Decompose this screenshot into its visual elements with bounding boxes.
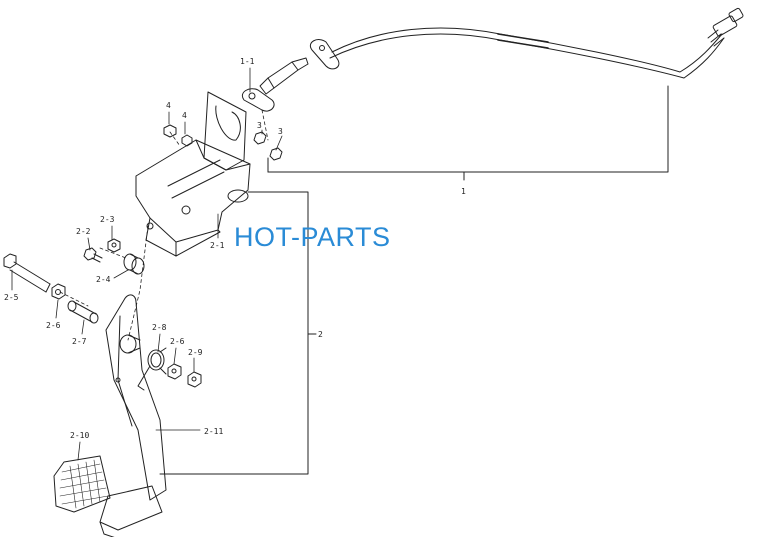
label-2-11: 2-11: [204, 427, 223, 436]
clutch-cable: [259, 7, 744, 95]
pedal-pad-rubber: [53, 455, 111, 513]
label-2-3: 2-3: [100, 215, 115, 224]
label-1-1: 1-1: [240, 57, 255, 66]
pedal-bracket: [135, 91, 251, 257]
label-2-6-right: 2-6: [170, 337, 185, 346]
assembly-dashes: [59, 109, 269, 341]
callout-brackets: [159, 85, 669, 475]
label-2-5: 2-5: [4, 293, 19, 302]
label-1: 1: [461, 187, 466, 196]
leader-lines: [11, 67, 283, 461]
label-2-2: 2-2: [76, 227, 91, 236]
watermark-text: HOT-PARTS: [234, 222, 391, 252]
pedal-nuts: [167, 363, 202, 388]
bracket-fasteners: [83, 124, 283, 275]
part-1-1-flange: [242, 88, 275, 112]
pivot-shaft: [3, 253, 99, 324]
label-4-right: 4: [182, 111, 187, 120]
label-2-1: 2-1: [210, 241, 225, 250]
label-2-6-left: 2-6: [46, 321, 61, 330]
return-spring: [137, 347, 167, 391]
label-2-7: 2-7: [72, 337, 87, 346]
label-2-10: 2-10: [70, 431, 89, 440]
label-2-4: 2-4: [96, 275, 111, 284]
label-2: 2: [318, 330, 323, 339]
label-2-8: 2-8: [152, 323, 167, 332]
label-3-right: 3: [278, 127, 283, 136]
label-2-9: 2-9: [188, 348, 203, 357]
part-labels: 1 1-1 2 2-1 2-2 2-3 2-4 2-5 2-6 2-7 2-8 …: [4, 57, 466, 440]
pedal-arm: [99, 294, 167, 541]
label-4-left: 4: [166, 101, 171, 110]
label-3-top: 3: [257, 121, 262, 130]
